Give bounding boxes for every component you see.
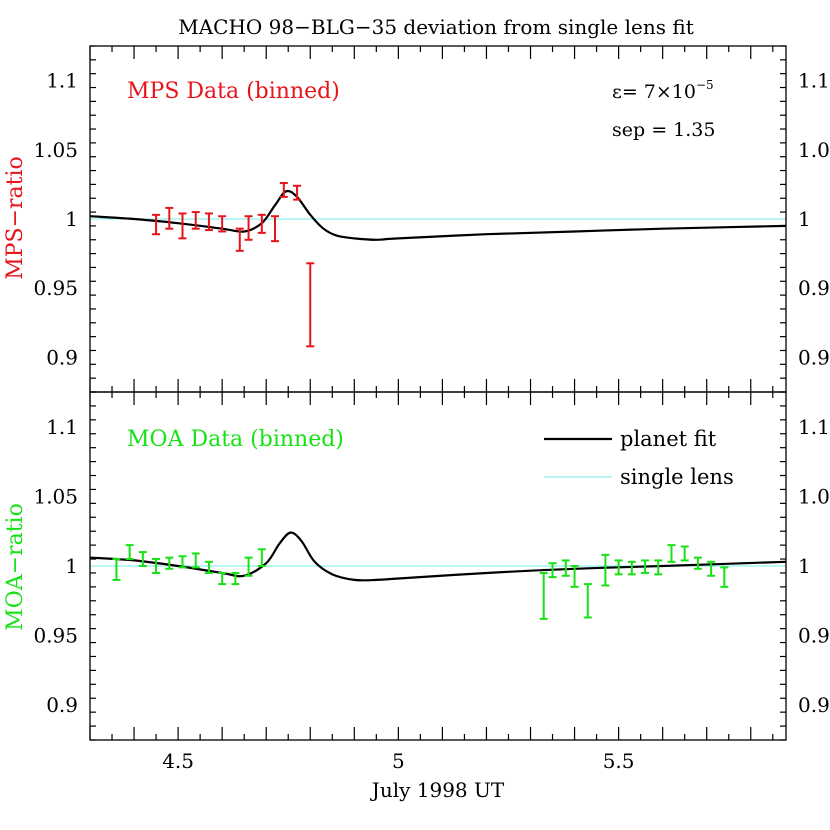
moa-data-point [601,553,610,587]
mps-data-point [293,184,302,201]
mps-data-point [152,213,161,236]
moa-data-point [257,548,266,567]
moa-ratio-axis-label: MOA−ratio [3,503,28,631]
moa-data-label: MOA Data (binned) [127,427,344,452]
mps-data-label: MPS Data (binned) [127,79,340,104]
mps-data-point [204,212,213,232]
mps-y-tick-label-right: 1 [798,207,811,231]
mps-data-point [279,182,288,198]
mps-y-tick-label-right: 1.1 [798,69,830,93]
mps-data-point [165,206,174,230]
x-tick-label: 5.5 [603,749,635,773]
mps-data-point [218,215,227,233]
moa-data-point [720,566,729,588]
moa-y-tick-label: 1.1 [46,415,78,439]
epsilon-annotation: ε= 7×10−5 [612,78,714,103]
moa-data-point [112,558,121,581]
mps-data-point [271,215,280,243]
moa-y-tick-label-right: 1.05 [798,484,830,508]
mps-y-tick-label: 0.95 [33,276,78,300]
moa-data-point [693,556,702,570]
x-tick-label: 4.5 [162,749,194,773]
moa-data-point [561,559,570,577]
moa-data-point [548,562,557,579]
mps-planet-fit-curve [89,189,787,241]
moa-data-point [244,556,253,577]
moa-data-point [583,583,592,619]
epsilon-prefix: ε= 7×10 [612,81,696,103]
moa-data-point [191,552,200,569]
mps-y-tick-label-right: 0.95 [798,276,830,300]
moa-data-point [204,560,213,574]
mps-data-point [306,262,315,348]
moa-data-point [138,551,147,567]
mps-y-tick-label: 1.1 [46,69,78,93]
moa-y-tick-label: 0.95 [33,624,78,648]
moa-y-tick-label-right: 0.9 [798,693,830,717]
moa-data-point [178,555,187,569]
separation-annotation: sep = 1.35 [612,119,715,141]
legend-planet-fit-label: planet fit [620,427,717,451]
mps-data-point [191,211,200,230]
mps-y-tick-label: 1 [65,207,78,231]
legend-single-lens-label: single lens [620,465,734,489]
mps-y-tick-label-right: 1.05 [798,138,830,162]
x-tick-label: 5 [392,749,405,773]
mps-y-tick-label: 0.9 [46,345,78,369]
mps-panel: MPS Data (binned) ε= 7×10−5 sep = 1.35 M… [3,45,830,393]
moa-data-point [125,544,134,561]
moa-y-tick-label: 1 [65,554,78,578]
mps-y-tick-label: 1.05 [33,138,78,162]
moa-data-point [218,571,227,586]
moa-y-tick-label: 0.9 [46,693,78,717]
moa-y-tick-label-right: 1 [798,554,811,578]
moa-panel-frame [89,391,787,741]
mps-data-point [244,215,253,241]
moa-data-point [680,545,689,562]
moa-panel: MOA Data (binned) planet fit single lens… [3,391,830,802]
mps-data-point [178,212,187,240]
moa-data-point [570,565,579,588]
moa-y-tick-label-right: 1.1 [798,415,830,439]
moa-y-tick-label-right: 0.95 [798,624,830,648]
mps-y-tick-label-right: 0.9 [798,345,830,369]
moa-data-point [614,559,623,576]
moa-y-tick-label: 1.05 [33,484,78,508]
chart-title: MACHO 98−BLG−35 deviation from single le… [178,15,694,39]
x-axis-label: July 1998 UT [370,778,505,802]
moa-data-point [231,571,240,586]
mps-data-point [257,213,266,234]
epsilon-exponent: −5 [696,78,714,92]
moa-data-point [152,558,161,574]
moa-data-point [627,560,636,576]
moa-data-point [539,571,548,620]
moa-data-point [165,556,174,570]
moa-data-point [641,559,650,574]
moa-data-point [707,560,716,577]
moa-data-point [667,544,676,563]
moa-data-point [654,559,663,576]
mps-data-point [235,227,244,252]
mps-ratio-axis-label: MPS−ratio [3,156,28,280]
